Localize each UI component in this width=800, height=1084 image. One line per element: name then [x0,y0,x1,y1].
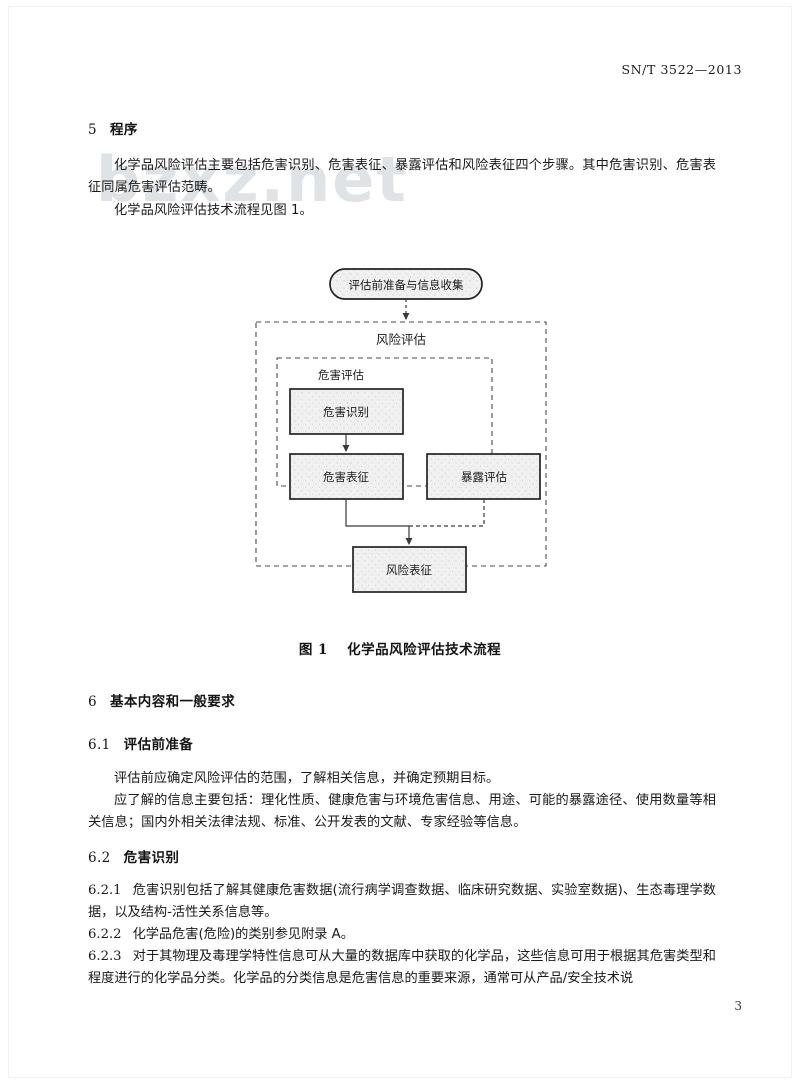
clause-number: 6.2.1 [88,883,122,898]
section-heading-6-2: 6.2 危害识别 [88,846,179,866]
figure-node-hazard-identification-label: 危害识别 [323,405,369,419]
section-heading-6: 6 基本内容和一般要求 [88,690,235,710]
figure-caption-label: 图 1 [298,642,328,658]
section-title: 评估前准备 [123,737,194,753]
section-6-1-paragraph-2: 应了解的信息主要包括：理化性质、健康危害与环境危害信息、用途、可能的暴露途径、使… [88,793,716,830]
standard-number-header: SN/T 3522—2013 [621,62,742,77]
clause-text: 化学品危害(危险)的类别参见附录 A。 [132,927,354,942]
page-number: 3 [734,999,742,1013]
figure-1-caption: 图 1 化学品风险评估技术流程 [0,638,800,658]
section-title: 程序 [110,122,138,138]
figure-group-inner-label: 危害评估 [318,368,364,382]
section-heading-6-1: 6.1 评估前准备 [88,733,193,753]
section-6-1-paragraph-1: 评估前应确定风险评估的范围，了解相关信息，并确定预期目标。 [114,771,500,786]
section-5-paragraph-2: 化学品风险评估技术流程见图 1。 [114,203,313,218]
figure-node-start-label: 评估前准备与信息收集 [349,278,464,292]
section-heading-5: 5 程序 [88,118,138,138]
clause-number: 6.2.3 [88,949,122,964]
figure-node-risk-characterization-label: 风险表征 [386,563,432,577]
section-5-paragraph-1: 化学品风险评估主要包括危害识别、危害表征、暴露评估和风险表征四个步骤。其中危害识… [88,158,716,195]
section-number: 6.2 [88,850,111,866]
section-number: 6.1 [88,737,111,753]
section-title: 基本内容和一般要求 [110,694,236,710]
clause-text: 对于其物理及毒理学特性信息可从大量的数据库中获取的化学品，这些信息可用于根据其危… [88,949,716,986]
figure-node-hazard-characterization-label: 危害表征 [323,470,369,484]
section-number: 5 [88,122,97,138]
clause-text: 危害识别包括了解其健康危害数据(流行病学调查数据、临床研究数据、实验室数据)、生… [88,883,716,920]
figure-node-exposure-assessment-label: 暴露评估 [461,470,507,484]
figure-caption-title: 化学品风险评估技术流程 [347,642,502,658]
clause-number: 6.2.2 [88,927,122,942]
figure-group-outer-label: 风险评估 [376,332,426,347]
section-title: 危害识别 [123,850,180,866]
figure-1-flowchart: 评估前准备与信息收集 风险评估 危害评估 危害识别 危害表征 暴露评估 风险表征 [0,258,800,618]
clause-6-2-2: 6.2.2 化学品危害(危险)的类别参见附录 A。 [88,924,716,946]
section-number: 6 [88,694,97,710]
